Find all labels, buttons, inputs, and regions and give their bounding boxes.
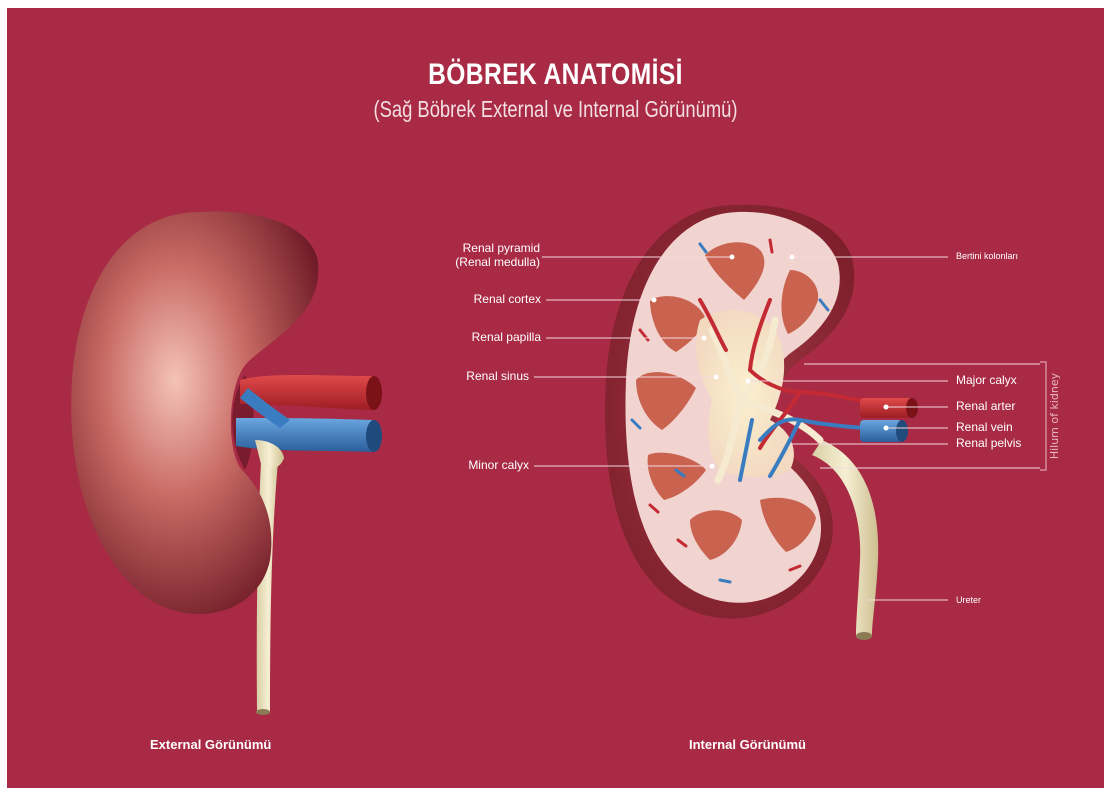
- hilum-label: Hilum of kidney: [1048, 372, 1061, 459]
- label-renal-sinus: Renal sinus: [466, 369, 529, 383]
- external-kidney-body: [71, 211, 318, 614]
- hilum-bracket: [1040, 362, 1046, 470]
- label-renal-pelvis: Renal pelvis: [956, 436, 1021, 450]
- label-renal-pyramid: Renal pyramid (Renal medulla): [455, 241, 540, 269]
- label-major-calyx: Major calyx: [956, 373, 1017, 387]
- label-renal-vein: Renal vein: [956, 420, 1013, 434]
- caption-external: External Görünümü: [150, 737, 271, 752]
- label-renal-arter: Renal arter: [956, 399, 1015, 413]
- internal-renal-vein: [860, 420, 902, 442]
- label-renal-cortex: Renal cortex: [474, 292, 541, 306]
- external-renal-vein: [236, 418, 372, 452]
- label-bertini: Bertini kolonları: [956, 251, 1018, 261]
- label-renal-pyramid-line2: (Renal medulla): [455, 255, 540, 269]
- label-ureter: Ureter: [956, 595, 981, 605]
- label-renal-papilla: Renal papilla: [472, 330, 541, 344]
- external-kidney: [71, 211, 382, 715]
- label-renal-pyramid-line1: Renal pyramid: [455, 241, 540, 255]
- label-minor-calyx: Minor calyx: [468, 458, 529, 472]
- caption-internal: Internal Görünümü: [689, 737, 806, 752]
